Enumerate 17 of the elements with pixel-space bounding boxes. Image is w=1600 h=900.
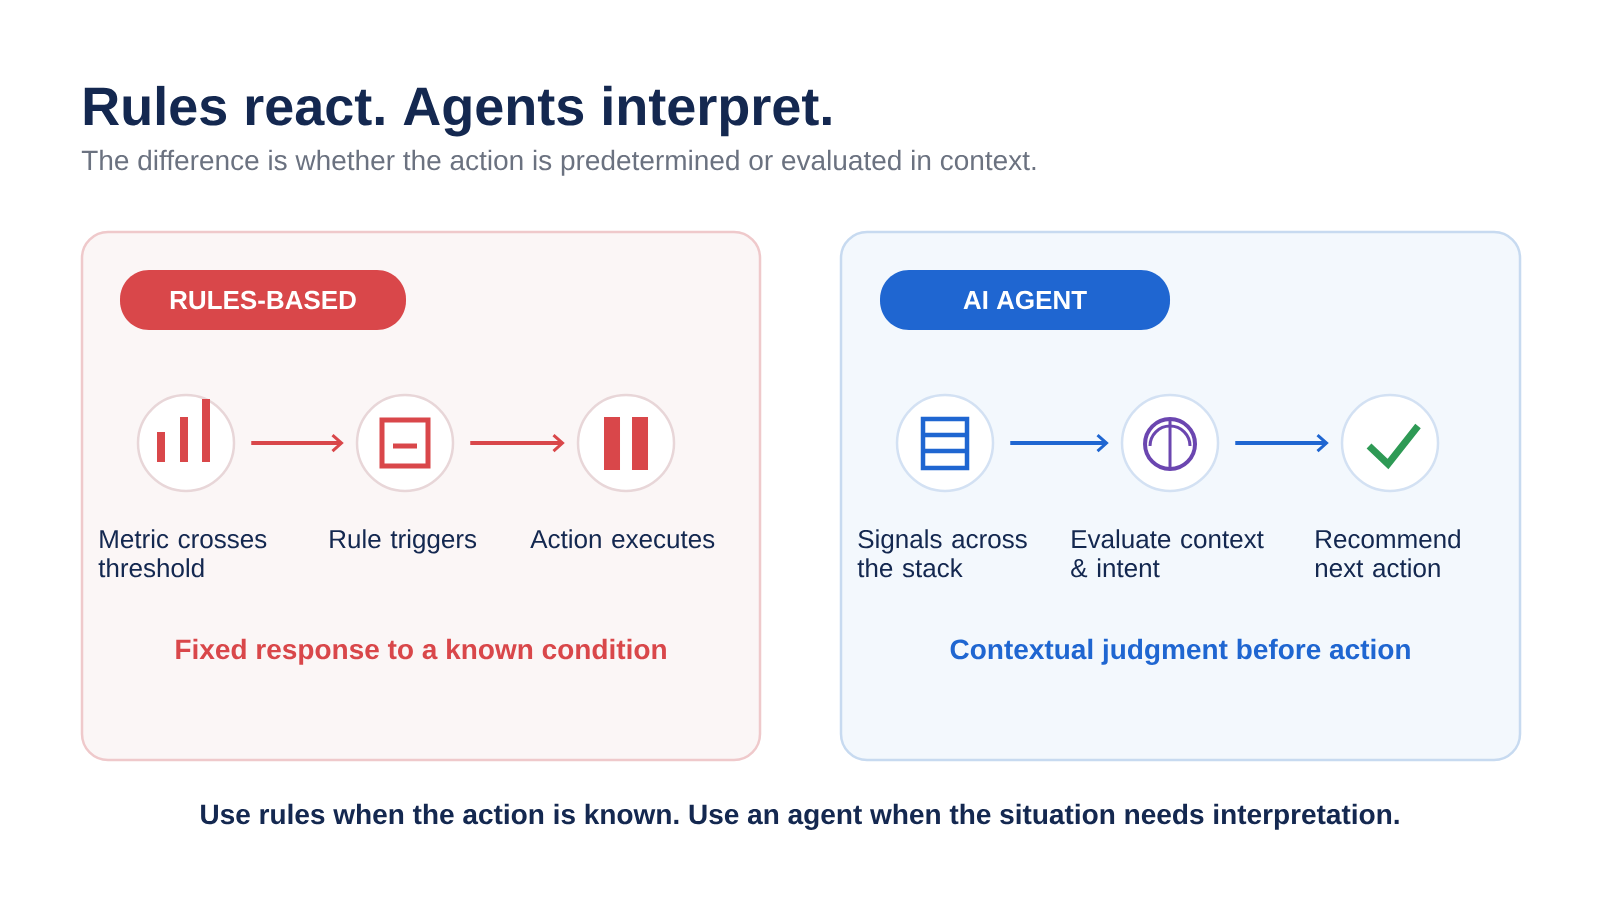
panel-tagline: Contextual judgment before action: [950, 638, 1410, 665]
caption: Use rules when the action is known. Use an agent when the situation needs interpretation.: [201, 803, 1399, 830]
subtitle: The difference is whether the action is predetermined or evaluated in context.: [81, 149, 1036, 176]
step-caption: Signals across the stack: [857, 529, 1027, 578]
arrow: [1235, 433, 1329, 453]
panel-tagline: Fixed response to a known condition: [176, 638, 666, 665]
step-caption: Rule triggers: [330, 529, 477, 554]
arrow: [470, 433, 565, 453]
step-caption: Metric crosses threshold: [98, 529, 267, 578]
step-caption: Evaluate context & intent: [1071, 529, 1264, 578]
step-caption: Action executes: [530, 529, 715, 549]
arrow: [1010, 433, 1109, 453]
pill-label: AI AGENT: [880, 270, 1170, 330]
title: Rules react. Agents interpret.: [84, 85, 831, 137]
arrow: [251, 433, 344, 453]
step-caption: Recommend next action: [1315, 529, 1460, 578]
pill-label: RULES-BASED: [120, 270, 406, 330]
